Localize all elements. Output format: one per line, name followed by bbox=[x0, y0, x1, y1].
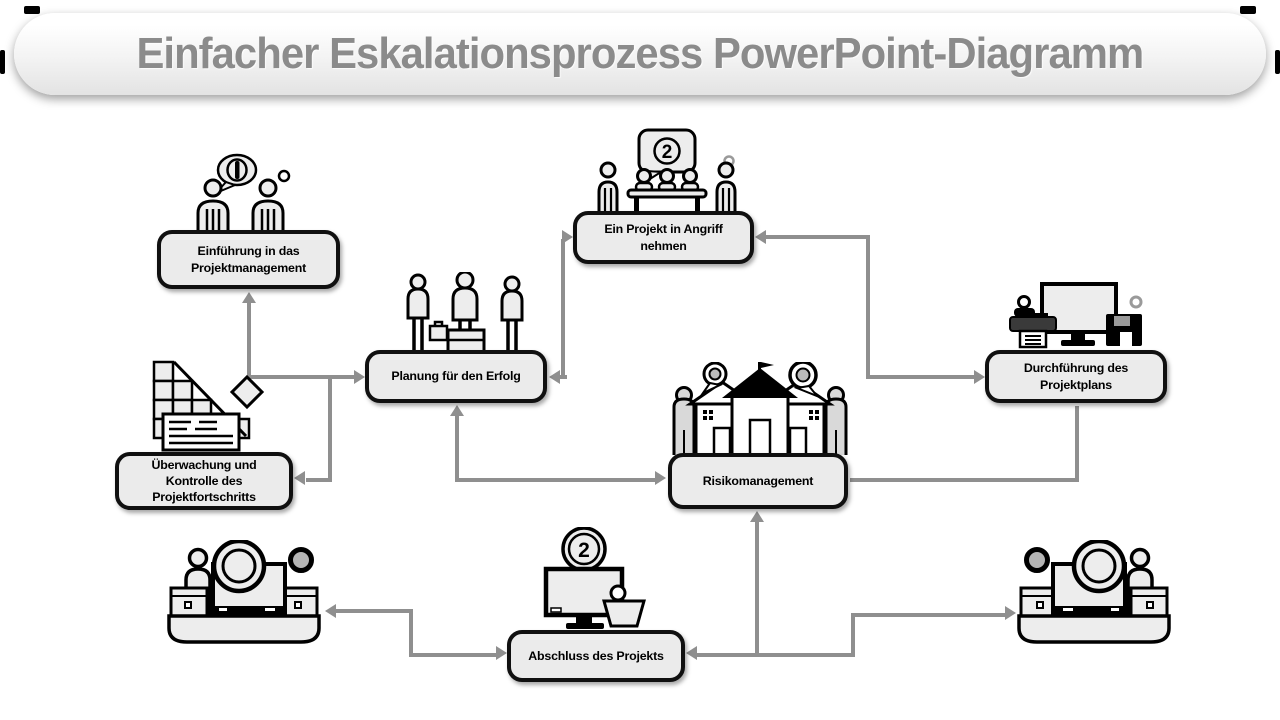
workstation-desk-icon bbox=[167, 540, 321, 644]
team-meeting-icon: 2 bbox=[597, 128, 737, 213]
node-planning-label: Planung für den Erfolg bbox=[391, 369, 521, 384]
node-risk-label: Risikomanagement bbox=[702, 473, 814, 488]
page-title: Einfacher Eskalationsprozess PowerPoint-… bbox=[136, 29, 1145, 78]
frame-edge-mark bbox=[1275, 50, 1280, 74]
houses-discussion-icon bbox=[672, 362, 848, 455]
team-podium-icon bbox=[406, 272, 524, 352]
node-monitoring-label: Überwachung und Kontrolle des Projektfor… bbox=[151, 457, 257, 505]
workstation-desk-icon bbox=[1017, 540, 1171, 644]
monitor-badge-icon: 2 bbox=[543, 527, 646, 629]
node-closure-box: Abschluss des Projekts bbox=[507, 630, 685, 682]
node-execution-label: Durchführung des Projektplans bbox=[1023, 361, 1129, 392]
node-intro-label: Einführung in das Projektmanagement bbox=[190, 244, 307, 275]
node-risk-box: Risikomanagement bbox=[668, 453, 848, 509]
frame-edge-mark bbox=[0, 50, 5, 74]
node-intro-box: Einführung in das Projektmanagement bbox=[157, 230, 340, 289]
gantt-chart-icon bbox=[152, 360, 265, 452]
computer-printer-icon bbox=[1009, 282, 1143, 349]
node-start-label: Ein Projekt in Angriff nehmen bbox=[604, 222, 723, 253]
node-planning-box: Planung für den Erfolg bbox=[365, 350, 547, 403]
node-closure-label: Abschluss des Projekts bbox=[528, 648, 664, 663]
closure-badge: 2 bbox=[578, 539, 590, 562]
meeting-badge: 2 bbox=[662, 142, 673, 163]
two-people-conversation-icon bbox=[196, 153, 291, 232]
title-banner: Einfacher Eskalationsprozess PowerPoint-… bbox=[14, 13, 1266, 95]
node-execution-box: Durchführung des Projektplans bbox=[985, 350, 1167, 403]
node-monitoring-box: Überwachung und Kontrolle des Projektfor… bbox=[115, 452, 293, 510]
frame-corner-mark bbox=[24, 6, 40, 14]
node-start-box: Ein Projekt in Angriff nehmen bbox=[573, 211, 754, 264]
frame-corner-mark bbox=[1240, 6, 1256, 14]
